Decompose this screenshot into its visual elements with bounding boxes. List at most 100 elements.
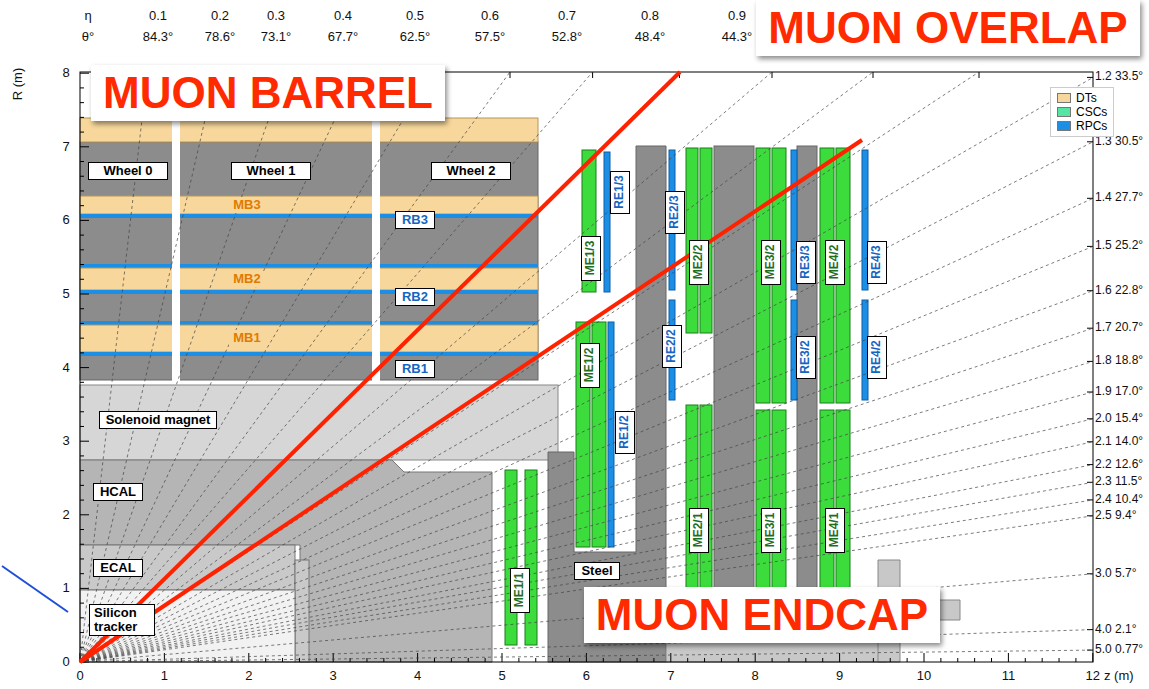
label-text: MB2: [233, 272, 260, 287]
eta-line: [80, 574, 1093, 662]
eta-theta-value: 2.1 14.0°: [1095, 435, 1143, 449]
tick-mark: [80, 514, 89, 515]
endcap-floor: [666, 640, 886, 662]
theta-value: 84.3°: [143, 30, 174, 45]
tick-mark: [80, 544, 84, 545]
csc-station-label: ME1/2: [580, 343, 600, 388]
eta-line: [80, 198, 1093, 662]
axis-title: η: [84, 9, 91, 24]
legend-row: DTs: [1057, 91, 1107, 105]
tick-mark: [1087, 464, 1093, 465]
tick-mark: [80, 367, 89, 368]
eta-theta-value: 2.0 15.4°: [1095, 412, 1143, 426]
wheel-label: Wheel 1: [231, 162, 310, 181]
eta-value: 0.9: [728, 9, 746, 24]
theta-value: 48.4°: [635, 30, 666, 45]
label-text: Silicon tracker: [94, 606, 150, 635]
legend-swatch: [1057, 107, 1071, 117]
rpc-station-label: RE4/2: [867, 336, 887, 379]
tick-mark: [788, 658, 789, 662]
csc-station-label: ME1/1: [510, 568, 530, 613]
tick-mark: [383, 658, 384, 662]
label-text: MUON ENDCAP: [596, 593, 928, 637]
tick-mark: [80, 205, 84, 206]
label-text: ME1/1: [513, 573, 527, 608]
eta-theta-value: 1.2 33.5°: [1095, 70, 1143, 84]
tick-mark: [620, 658, 621, 662]
legend: DTsCSCsRPCs: [1050, 87, 1114, 137]
tick-mark: [907, 658, 908, 662]
rpc-chamber: [80, 352, 538, 356]
csc-chambers: [505, 148, 850, 645]
tick-mark: [924, 653, 925, 662]
tick-label: 2: [245, 669, 252, 684]
axis-ticks: [80, 72, 1093, 662]
dt-chamber: [80, 196, 538, 214]
eta-theta-value: 2.5 9.4°: [1095, 509, 1137, 523]
theta-value: 52.8°: [552, 30, 583, 45]
rpc-station-label: RB1: [395, 360, 435, 379]
label-text: RE3/2: [799, 340, 813, 373]
rpc-station-label: RB2: [395, 288, 435, 307]
label-text: ME2/1: [692, 513, 706, 548]
tick-mark: [80, 294, 89, 295]
eta-line: [80, 72, 680, 662]
label-text: ME4/2: [828, 245, 842, 280]
label-text: ME3/2: [764, 245, 778, 280]
eta-line: [80, 246, 1093, 662]
eta-line: [80, 291, 1093, 662]
csc-station-label: ME3/1: [761, 508, 781, 553]
rpc-station-label: RE2/3: [665, 191, 685, 234]
tick-mark: [96, 658, 97, 662]
tick-mark: [974, 658, 975, 662]
eta-line: [80, 72, 593, 662]
label-text: ME2/2: [692, 245, 706, 280]
tick-mark: [248, 653, 249, 662]
eta-line: [80, 419, 1093, 662]
tick-mark: [282, 658, 283, 662]
csc-station-label: ME3/2: [761, 240, 781, 285]
tick-mark: [80, 338, 84, 339]
tick-mark: [215, 658, 216, 662]
csc-chamber: [505, 470, 517, 645]
theta-value: 73.1°: [261, 30, 292, 45]
region-label: MUON OVERLAP: [756, 0, 1139, 56]
tick-mark: [535, 658, 536, 662]
eta-lines: [80, 72, 1093, 662]
csc-chamber: [525, 470, 537, 645]
hcal-shape: [80, 460, 492, 662]
label-text: MB3: [233, 198, 260, 213]
tick-mark: [80, 235, 84, 236]
rpc-chamber: [80, 264, 538, 268]
subdetector-label: Steel: [574, 562, 619, 581]
eta-theta-value: 2.3 11.5°: [1095, 475, 1142, 489]
wheel-gap: [172, 112, 180, 382]
tick-mark: [80, 441, 89, 442]
eta-line: [80, 72, 873, 662]
legend-swatch: [1057, 121, 1071, 131]
legend-row: CSCs: [1057, 105, 1107, 119]
tick-label: 1: [62, 581, 69, 596]
tick-label: 8: [62, 66, 69, 81]
tick-mark: [518, 658, 519, 662]
rpc-station-label: RE4/3: [867, 241, 887, 284]
label-text: ECAL: [100, 561, 135, 576]
eta-theta-value: 2.4 10.4°: [1095, 493, 1143, 507]
tick-mark: [80, 426, 84, 427]
csc-station-label: ME4/1: [825, 508, 845, 553]
eta-theta-value: 2.2 12.6°: [1095, 458, 1143, 472]
tick-mark: [772, 72, 773, 78]
tick-mark: [80, 73, 89, 74]
eta-value: 0.6: [481, 9, 499, 24]
label-text: RE1/2: [618, 415, 632, 448]
solenoid-shape: [80, 385, 558, 460]
tick-mark: [80, 617, 84, 618]
eta-value: 0.5: [406, 9, 424, 24]
eta-theta-value: 4.0 2.1°: [1095, 623, 1137, 637]
tick-mark: [80, 102, 84, 103]
tick-mark: [738, 658, 739, 662]
tick-mark: [80, 323, 84, 324]
eta-line: [80, 72, 147, 662]
tick-mark: [80, 249, 84, 250]
